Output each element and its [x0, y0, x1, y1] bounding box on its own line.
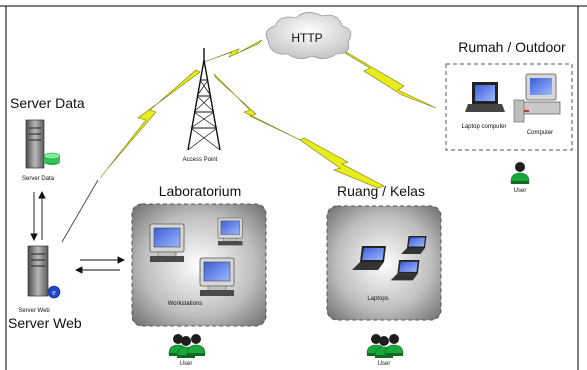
home-computer-icon [513, 73, 561, 123]
server-web-title: Server Web [8, 315, 82, 331]
svg-text:e: e [52, 288, 56, 297]
laboratorium-user-label: User [180, 361, 193, 367]
server-data-icon [25, 119, 61, 169]
server-web-icon: e [27, 245, 61, 299]
lightning-cloud-home [329, 43, 437, 109]
workstation-monitor-2 [217, 217, 243, 246]
workstation-monitor-3 [199, 257, 235, 297]
workstation-monitor-1 [149, 223, 185, 263]
laboratorium-title: Laboratorium [159, 183, 242, 199]
ruang-kelas-caption: Laptops [367, 296, 388, 302]
lab-link-arrows [74, 256, 126, 274]
lightning-ap-cloud [203, 39, 263, 63]
wire-serverweb-ap [61, 179, 99, 243]
laboratorium-caption: Workstations [168, 301, 203, 307]
home-user-icon [510, 161, 530, 185]
home-laptop-caption: Laptop computer [461, 124, 506, 130]
lightning-ap-server [99, 69, 201, 179]
ruang-kelas-zone [326, 205, 442, 321]
access-point-label: Access Point [183, 157, 218, 163]
ruang-kelas-users [366, 333, 404, 359]
http-label: HTTP [291, 31, 322, 45]
home-user-label: User [514, 188, 527, 194]
ruang-kelas-title: Ruang / Kelas [337, 183, 425, 199]
laboratorium-users [168, 333, 206, 359]
http-cloud: HTTP [265, 12, 352, 59]
server-data-title: Server Data [10, 95, 85, 111]
access-point-tower [187, 48, 221, 151]
home-laptop-icon [465, 82, 505, 112]
lightning-ap-kelas [213, 73, 301, 141]
rumah-outdoor-title: Rumah / Outdoor [458, 39, 566, 55]
wireless-links [99, 39, 437, 189]
laboratorium-zone [131, 203, 267, 327]
server-web-caption: Server Web [18, 308, 50, 314]
server-link-arrows [30, 190, 46, 242]
ruang-kelas-user-label: User [378, 361, 391, 367]
server-data-caption: Server Data [22, 176, 55, 182]
home-computer-caption: Computer [527, 130, 553, 136]
lightning-ap-kelas2 [299, 137, 385, 189]
